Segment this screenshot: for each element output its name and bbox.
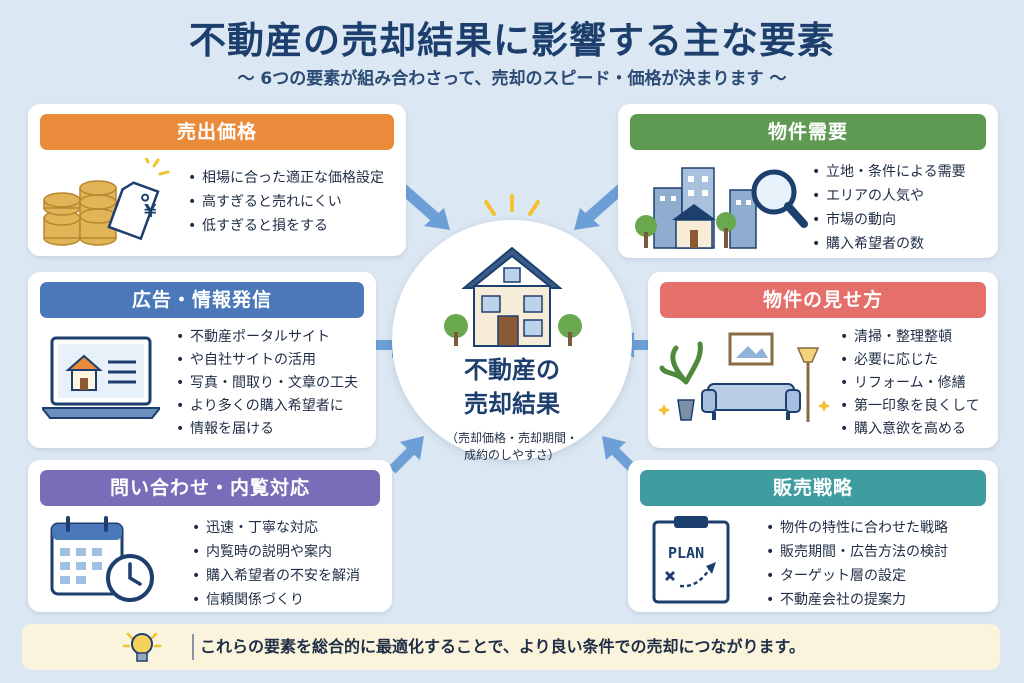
list-item: 購入希望者の不安を解消	[192, 564, 360, 588]
list-item: 物件の特性に合わせた戦略	[766, 516, 948, 540]
card-ads-list: 不動産ポータルサイト や自社サイトの活用 写真・間取り・文章の工夫 より多くの購…	[176, 326, 358, 441]
list-item: 販売期間・広告方法の検討	[766, 540, 948, 564]
page-subtitle: ～ 6つの要素が組み合わさって、売却のスピード・価格が決まります ～	[237, 69, 787, 89]
plan-clipboard-icon	[652, 516, 730, 604]
arrow-inquiry-icon	[388, 436, 424, 474]
card-inquiry-list: 迅速・丁寧な対応 内覧時の説明や案内 購入希望者の不安を解消 信頼関係づくり	[192, 516, 360, 612]
list-item: エリアの人気や	[812, 184, 966, 208]
card-demand: 物件需要 立地・条件による需要 エリアの人気や 市場の動向 購入希望者の数	[618, 104, 998, 258]
list-item: 立地・条件による需要	[812, 160, 966, 184]
center-result-circle: 不動産の 売却結果 （売却価格・売却期間・ 成約のしやすさ）	[392, 220, 632, 462]
center-note-line1: （売却価格・売却期間・	[445, 431, 578, 445]
center-title-line2: 売却結果	[464, 390, 560, 418]
arrow-demand-icon	[574, 183, 626, 230]
list-item: リフォーム・修繕	[840, 372, 980, 395]
list-item: 市場の動向	[812, 208, 966, 232]
coins-price-tag-icon	[43, 158, 170, 246]
list-item: 不動産ポータルサイト	[176, 326, 358, 349]
list-item: より多くの購入希望者に	[176, 395, 358, 418]
house-icon	[444, 246, 582, 347]
center-title-line1: 不動産の	[464, 356, 560, 384]
footer-banner: これらの要素を総合的に最適化することで、より良い条件での売却につながります。	[22, 624, 1000, 670]
footer-text: これらの要素を総合的に最適化することで、より良い条件での売却につながります。	[200, 637, 805, 656]
footer-divider	[192, 634, 194, 660]
list-item: 高すぎると売れにくい	[188, 190, 384, 214]
living-room-icon	[658, 332, 830, 422]
list-item: 購入意欲を高める	[840, 418, 980, 441]
list-item: 内覧時の説明や案内	[192, 540, 360, 564]
card-strategy-list: 物件の特性に合わせた戦略 販売期間・広告方法の検討 ターゲット層の設定 不動産会…	[766, 516, 948, 612]
page-title: 不動産の売却結果に影響する主な要素	[189, 19, 835, 62]
card-strategy: 販売戦略 PLAN 物件の特性に合わせた戦略 販売期間・広告方法の検討 ターゲッ…	[628, 460, 998, 612]
card-ads: 広告・情報発信 不動産ポータルサイト や自社サイトの活用 写真・間取り・文章の工…	[28, 272, 376, 448]
laptop-listing-icon	[42, 336, 160, 419]
card-presentation-heading: 物件の見せ方	[660, 282, 986, 318]
list-item: 必要に応じた	[840, 349, 980, 372]
list-item: ターゲット層の設定	[766, 564, 948, 588]
list-item: 第一印象を良くして	[840, 395, 980, 418]
list-item: 写真・間取り・文章の工夫	[176, 372, 358, 395]
card-price-heading: 売出価格	[40, 114, 394, 150]
card-inquiry: 問い合わせ・内覧対応 迅速・丁寧な対応 内覧時の説明や案内 購入希望者の不安を解…	[28, 460, 392, 612]
list-item: 情報を届ける	[176, 418, 358, 441]
plan-label: PLAN	[668, 544, 705, 562]
list-item: 相場に合った適正な価格設定	[188, 166, 384, 190]
center-note-line2: 成約のしやすさ）	[464, 448, 560, 462]
list-item: 迅速・丁寧な対応	[192, 516, 360, 540]
card-demand-heading: 物件需要	[630, 114, 986, 150]
calendar-clock-icon	[50, 516, 154, 602]
sparkle-rays-icon	[484, 194, 540, 216]
list-item: 購入希望者の数	[812, 232, 966, 256]
card-price: 売出価格 ¥ 相場に合った適正な価格設定 高すぎると売れにくい 低すぎると損をす…	[28, 104, 406, 256]
list-item: 清掃・整理整頓	[840, 326, 980, 349]
arrow-price-icon	[398, 183, 450, 230]
card-ads-heading: 広告・情報発信	[40, 282, 364, 318]
card-presentation: 物件の見せ方 清掃・整理整頓 必要に応じた リフォーム・修繕 第一印象を良くして…	[648, 272, 998, 448]
list-item: 低すぎると損をする	[188, 214, 384, 238]
card-inquiry-heading: 問い合わせ・内覧対応	[40, 470, 380, 506]
city-magnifier-icon	[635, 167, 808, 249]
center-note: （売却価格・売却期間・ 成約のしやすさ）	[392, 430, 632, 464]
card-demand-list: 立地・条件による需要 エリアの人気や 市場の動向 購入希望者の数	[812, 160, 966, 256]
list-item: 不動産会社の提案力	[766, 588, 948, 612]
price-tag-yen-glyph: ¥	[144, 201, 157, 222]
list-item: や自社サイトの活用	[176, 349, 358, 372]
lightbulb-icon	[122, 632, 162, 662]
card-presentation-list: 清掃・整理整頓 必要に応じた リフォーム・修繕 第一印象を良くして 購入意欲を高…	[840, 326, 980, 441]
card-price-list: 相場に合った適正な価格設定 高すぎると売れにくい 低すぎると損をする	[188, 166, 384, 238]
card-strategy-heading: 販売戦略	[640, 470, 986, 506]
list-item: 信頼関係づくり	[192, 588, 360, 612]
